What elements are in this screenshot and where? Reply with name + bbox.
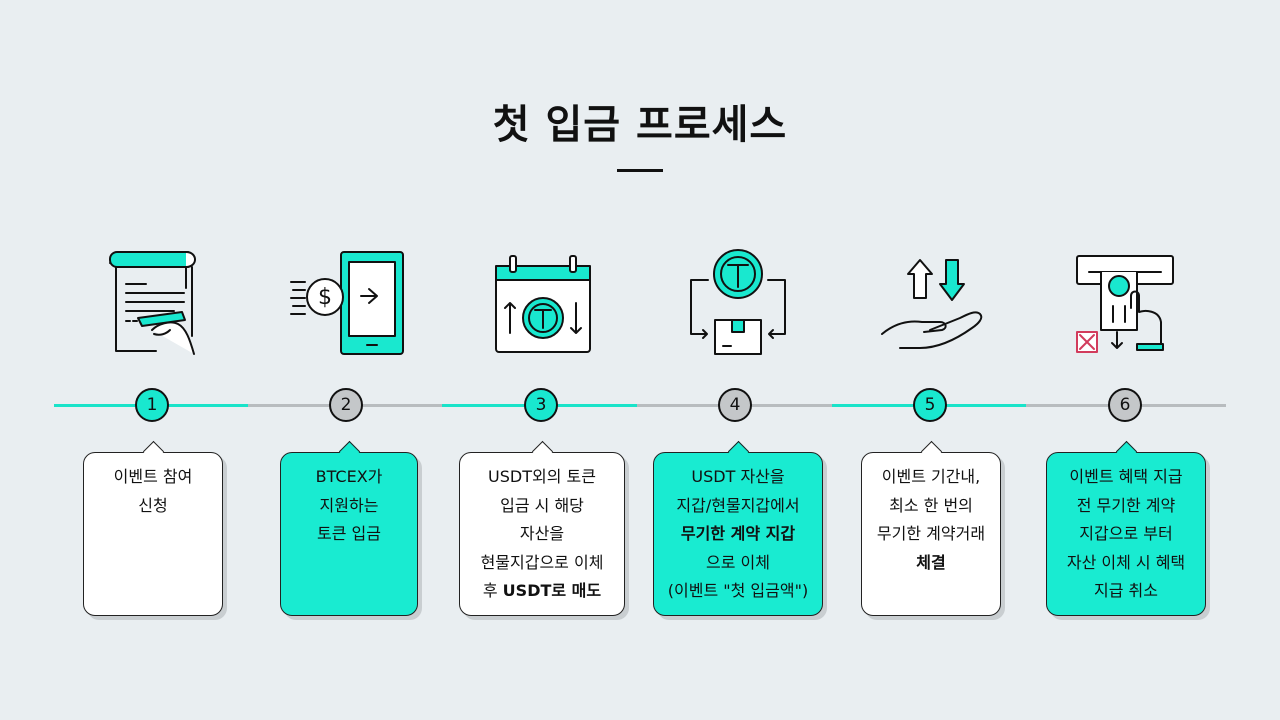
step-text-line: 토큰 입금: [317, 524, 381, 543]
step-text-line: USDT 자산을: [691, 467, 785, 486]
usdt-transfer-icon: [673, 238, 803, 368]
step-text-line: 무기한 계약거래: [876, 524, 986, 543]
step-text-line: 자산을: [519, 524, 565, 543]
card-pointer: [142, 440, 165, 463]
step-number-5: 5: [913, 388, 947, 422]
atm-cancel-icon: [1063, 238, 1193, 368]
step-text-line: (이벤트 "첫 입금액"): [667, 581, 809, 600]
step-text-line: 후 USDT로 매도: [460, 577, 624, 606]
card-pointer: [338, 440, 361, 463]
step-text-emphasis: 체결: [916, 552, 946, 572]
step-text-line: 신청: [138, 495, 168, 515]
step-card-6: 이벤트 혜택 지급 전 무기한 계약 지갑으로 부터 자산 이체 시 혜택 지급…: [1046, 440, 1206, 616]
step-text-line: 이벤트 혜택 지급: [1069, 467, 1183, 486]
mobile-deposit-icon: $: [283, 238, 413, 368]
step-card-3: USDT외의 토큰 입금 시 해당 자산을 현물지갑으로 이체 후 USDT로 …: [459, 440, 625, 616]
step-text-line: 지급 취소: [1094, 581, 1158, 600]
step-number-4: 4: [718, 388, 752, 422]
step-text-line: USDT외의 토큰: [488, 467, 596, 486]
page-title: 첫 입금 프로세스: [492, 102, 788, 148]
contract-sign-icon: [88, 238, 218, 368]
step-text-line: 전 무기한 계약: [1076, 495, 1176, 515]
card-pointer: [920, 440, 943, 463]
step-number-1: 1: [135, 388, 169, 422]
step-text-line: 이벤트 참여: [113, 467, 193, 486]
step-text-line: 지갑/현물지갑에서: [676, 495, 800, 515]
step-text-line: 지갑으로 부터: [1079, 524, 1173, 543]
step-text-line: BTCEX가: [315, 467, 383, 486]
calendar-usdt-icon: [478, 238, 608, 368]
step-text-line: 최소 한 번의: [889, 495, 973, 515]
step-text-line: 지원하는: [319, 495, 379, 515]
step-text-emphasis: USDT로 매도: [502, 581, 602, 600]
step-number-6: 6: [1108, 388, 1142, 422]
step-card-5: 이벤트 기간내, 최소 한 번의 무기한 계약거래 체결: [861, 440, 1001, 616]
step-text-line: 이벤트 기간내,: [881, 467, 981, 486]
step-card-1: 이벤트 참여 신청: [83, 440, 223, 616]
card-pointer: [1115, 440, 1138, 463]
step-text-line: 으로 이체: [706, 552, 770, 572]
hand-trade-icon: [868, 238, 998, 368]
card-pointer: [727, 440, 750, 463]
card-pointer: [531, 440, 554, 463]
step-number-3: 3: [524, 388, 558, 422]
step-text-line: 현물지갑으로 이체: [480, 552, 604, 572]
step-card-2: BTCEX가 지원하는 토큰 입금: [280, 440, 418, 616]
step-card-4: USDT 자산을 지갑/현물지갑에서 무기한 계약 지갑 으로 이체 (이벤트 …: [653, 440, 823, 616]
title-underline: [617, 169, 663, 172]
step-text-emphasis: 무기한 계약 지갑: [680, 524, 796, 543]
step-text-prefix: 후: [482, 581, 503, 600]
svg-text:$: $: [318, 285, 332, 310]
step-text-line: 자산 이체 시 혜택: [1066, 552, 1186, 572]
step-number-2: 2: [329, 388, 363, 422]
step-text-line: 입금 시 해당: [500, 495, 584, 515]
